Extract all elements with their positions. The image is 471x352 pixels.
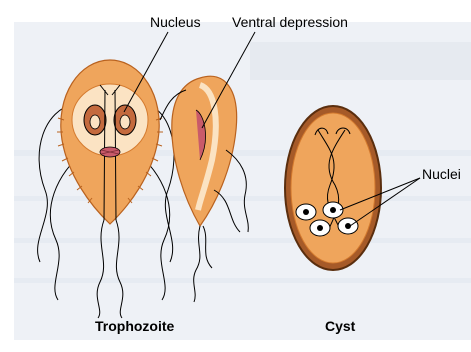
cyst <box>285 106 381 270</box>
label-nucleus: Nucleus <box>150 14 201 30</box>
label-ventral-depression: Ventral depression <box>232 14 348 30</box>
caption-cyst: Cyst <box>325 318 355 334</box>
label-nuclei: Nuclei <box>422 166 461 182</box>
caption-trophozoite: Trophozoite <box>95 318 174 334</box>
